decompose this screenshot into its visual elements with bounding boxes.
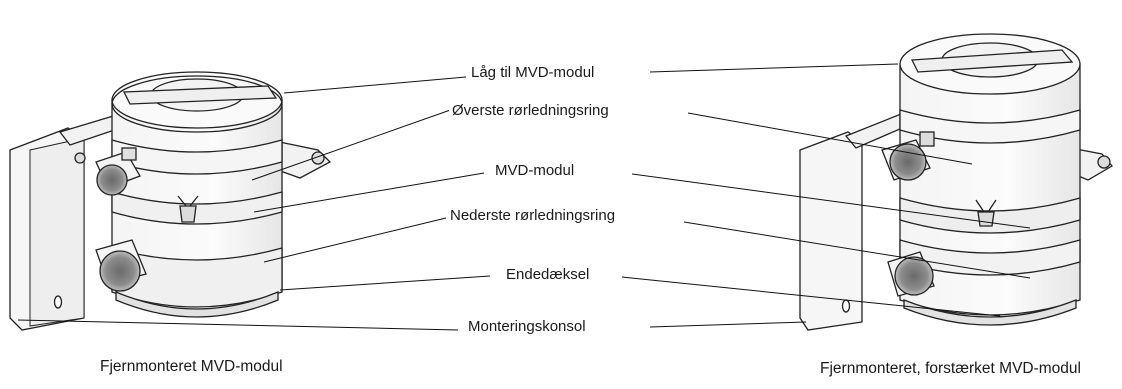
leader-end-cap-left <box>279 275 491 291</box>
callout-upper-ring: Øverste rørledningsring <box>449 102 612 120</box>
leader-upper-ring-right <box>687 112 973 165</box>
right-device-illustration <box>799 33 1113 331</box>
leader-lines <box>17 63 1031 331</box>
leader-module-left <box>253 172 485 213</box>
left-device-illustration <box>9 71 332 331</box>
leader-end-cap-right <box>621 276 1001 317</box>
leader-lower-ring-right <box>683 221 1031 279</box>
callout-lid: Låg til MVD-modul <box>468 64 598 82</box>
callout-lower-ring: Nederste rørledningsring <box>447 207 619 225</box>
caption-left: Fjernmonteret MVD-modul <box>100 358 283 375</box>
callout-end-cap: Endedæksel <box>503 266 593 284</box>
leader-upper-ring-left <box>251 107 457 181</box>
leader-bracket-right <box>649 321 807 328</box>
leader-lid-left <box>283 76 467 94</box>
leader-module-right <box>631 173 1031 229</box>
callout-bracket: Monteringskonsol <box>465 318 589 336</box>
leader-bracket-left <box>17 319 459 331</box>
leader-lid-right <box>649 63 899 73</box>
callout-module: MVD-modul <box>492 162 578 180</box>
caption-right: Fjernmonteret, forstærket MVD-modul <box>820 360 1081 377</box>
leader-lower-ring-left <box>263 217 447 263</box>
right-mounting-bracket <box>799 131 863 331</box>
